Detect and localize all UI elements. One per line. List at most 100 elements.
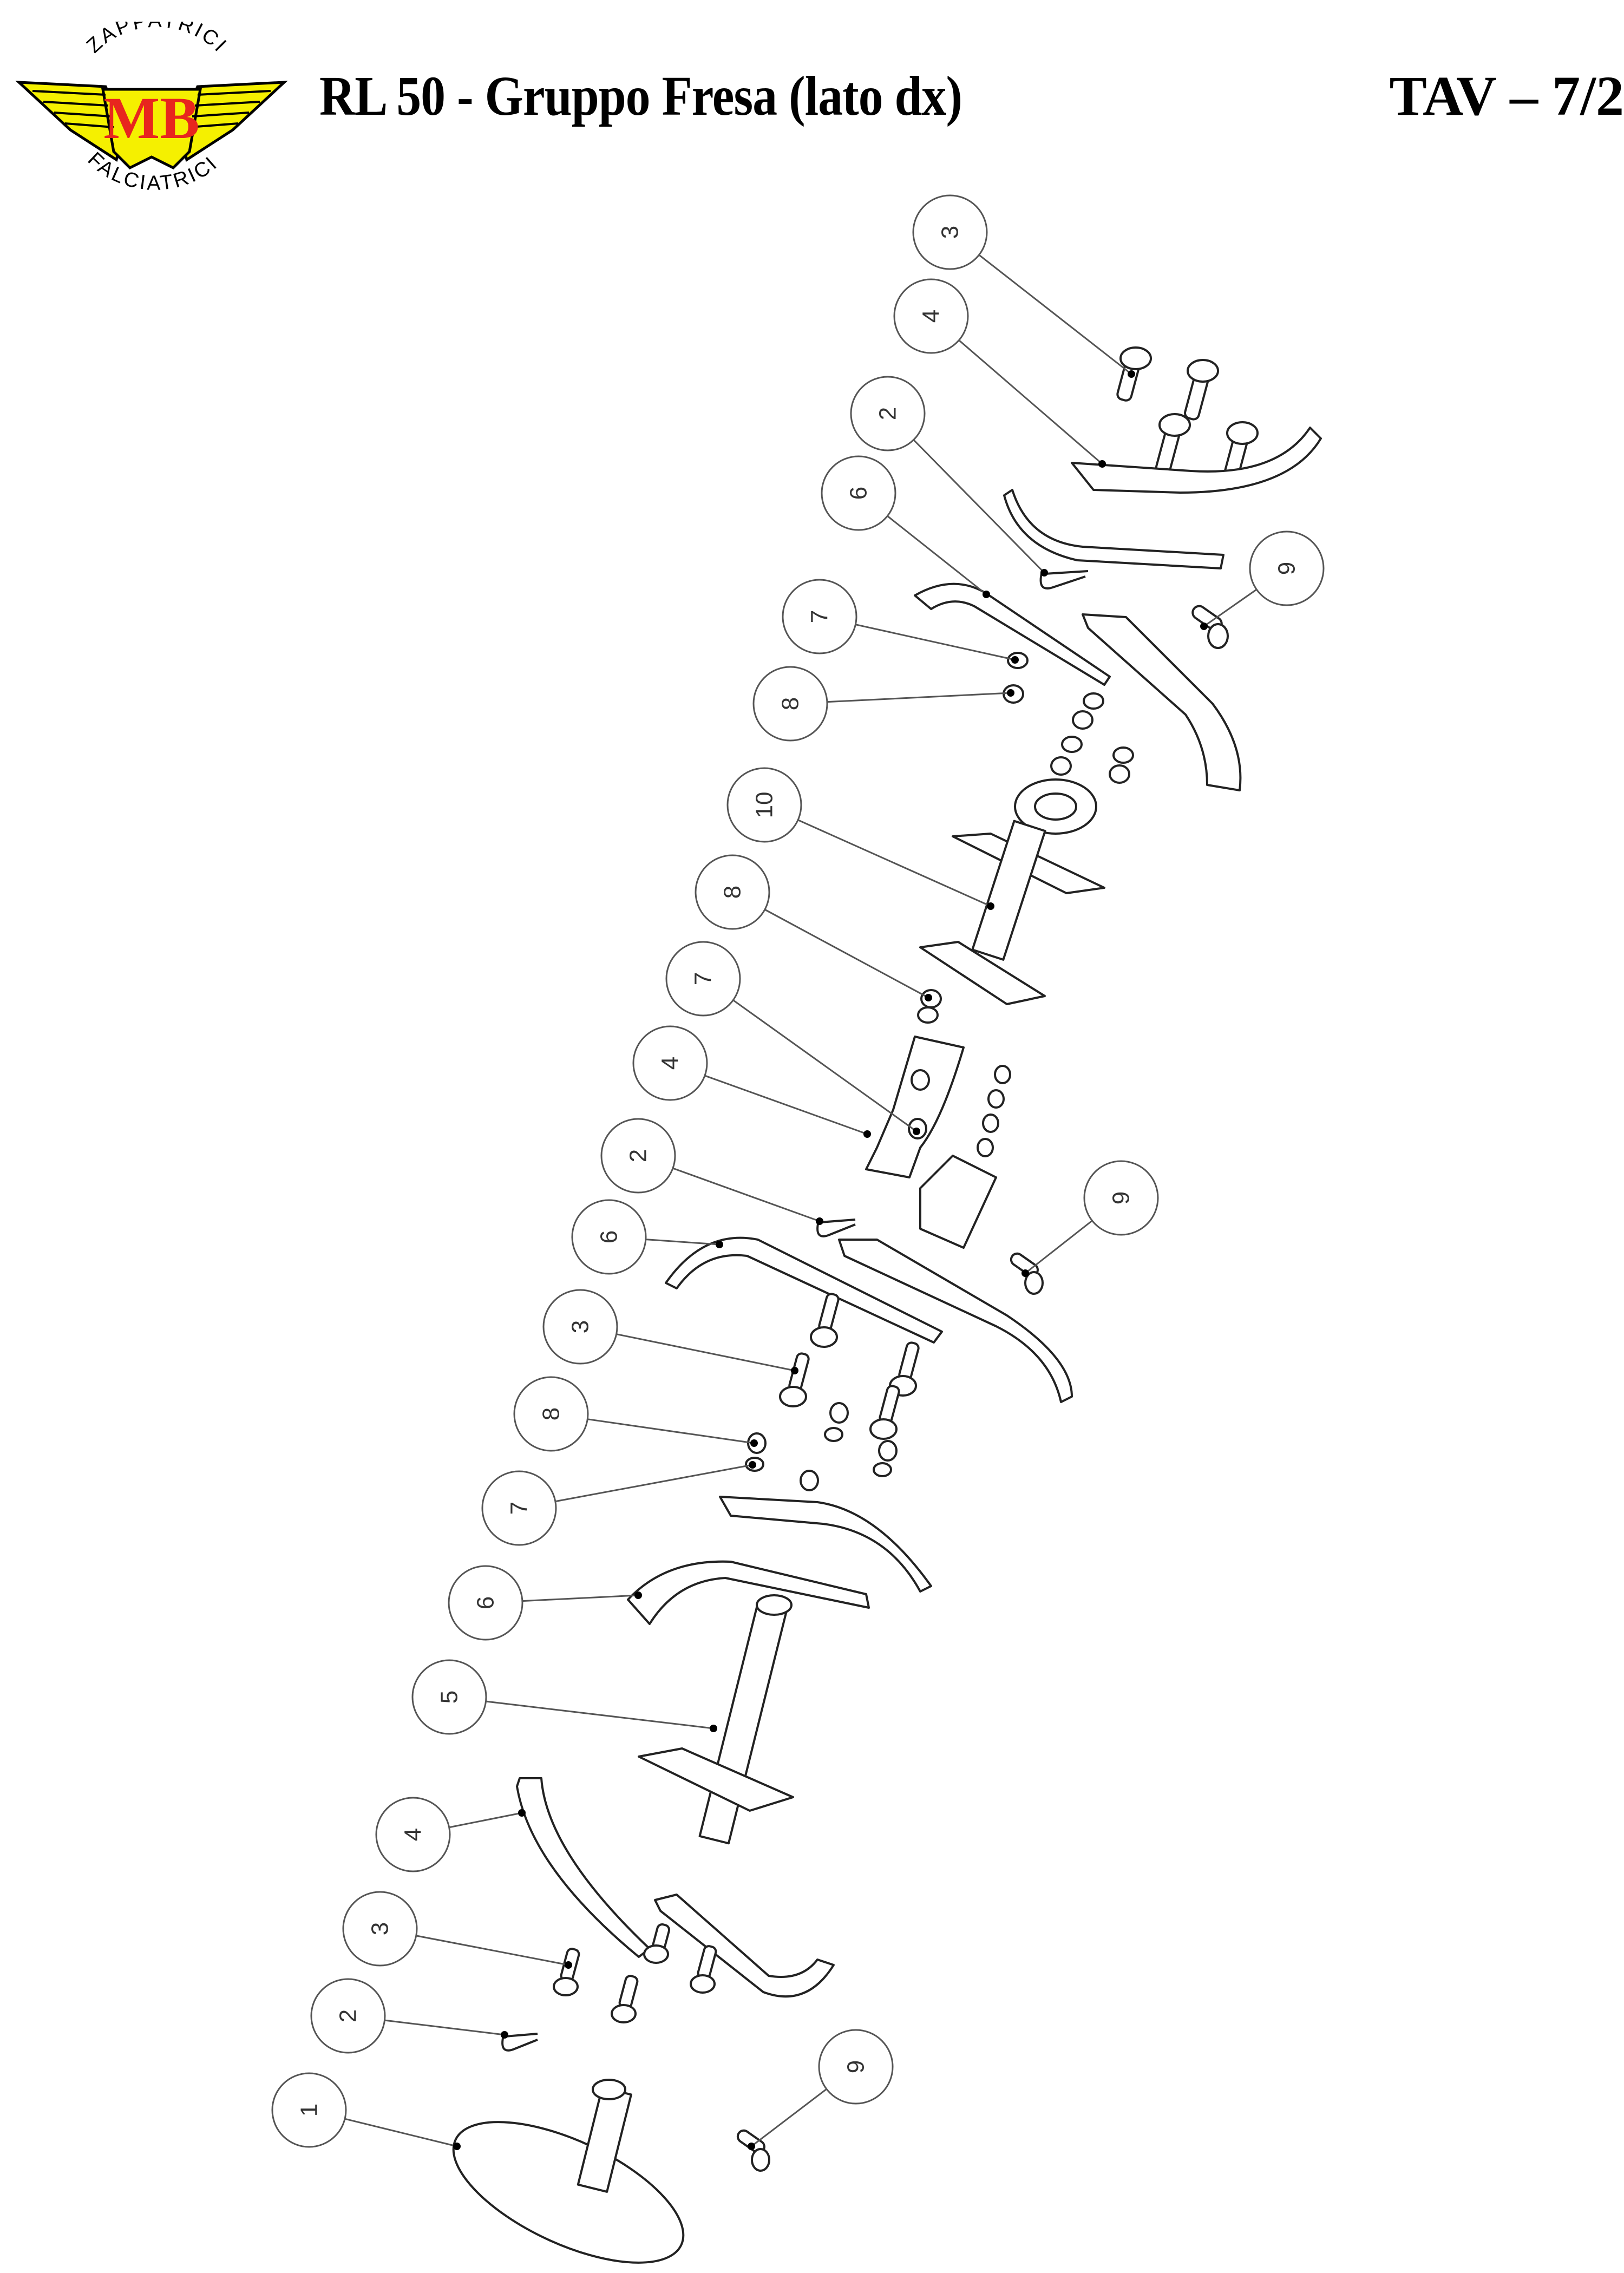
callout-3: 3 <box>342 1891 572 1969</box>
callout-7: 7 <box>481 1461 756 1546</box>
flanged-shaft-icon <box>638 1594 794 1845</box>
leader-line <box>827 692 1011 703</box>
leader-line <box>522 1594 639 1602</box>
callout-3: 3 <box>912 194 1135 378</box>
tine-blade-icon <box>1003 489 1224 569</box>
tine-blade-icon <box>516 1777 651 1958</box>
callout-8: 8 <box>513 1376 758 1452</box>
leader-dot-icon <box>987 902 994 910</box>
callout-number: 4 <box>918 310 945 323</box>
callout-4: 4 <box>375 1797 526 1872</box>
leader-dot-icon <box>565 1961 572 1969</box>
callout-circle <box>632 1025 708 1101</box>
callout-circle <box>448 1565 523 1641</box>
leader-dot-icon <box>1021 1269 1029 1277</box>
washer-icon <box>917 1006 939 1024</box>
leader-line <box>797 819 991 907</box>
callout-circle <box>850 376 926 451</box>
leader-line <box>416 1935 569 1966</box>
callout-number: 7 <box>506 1502 533 1515</box>
callout-number: 10 <box>751 792 778 818</box>
callout-circle <box>726 767 802 843</box>
tine-blade-icon <box>914 582 1111 686</box>
leader-line <box>751 2088 827 2147</box>
callout-6: 6 <box>571 1199 723 1275</box>
bolt-icon <box>553 1923 717 2023</box>
callout-10: 10 <box>726 767 994 910</box>
tine-blade-icon <box>1082 613 1242 791</box>
callout-number: 9 <box>1274 562 1300 575</box>
tine-blade-icon <box>627 1560 870 1625</box>
callout-circle <box>310 1978 386 2054</box>
callout-circle <box>375 1797 451 1872</box>
callout-5: 5 <box>411 1659 717 1735</box>
r-clip-icon <box>816 1219 856 1237</box>
leader-line <box>587 1418 755 1444</box>
tine-blade-icon <box>719 1496 932 1593</box>
callout-circle <box>821 455 896 531</box>
callout-circle <box>818 2029 894 2105</box>
callout-number: 3 <box>367 1922 394 1935</box>
callout-9: 9 <box>748 2029 894 2150</box>
leader-dot-icon <box>863 1130 871 1138</box>
tine-blade-icon <box>838 1239 1073 1403</box>
mb-logo: MB ZAPPATRICI FALCIATRICI <box>15 22 288 195</box>
leader-dot-icon <box>925 994 932 1001</box>
leader-dot-icon <box>518 1809 526 1817</box>
callout-4: 4 <box>632 1025 871 1138</box>
callout-circle <box>600 1118 676 1194</box>
bolt-icon <box>779 1293 920 1440</box>
callout-1: 1 <box>271 2072 461 2150</box>
leader-line <box>616 1333 795 1372</box>
callout-7: 7 <box>782 579 1019 664</box>
callout-circle <box>1249 530 1325 606</box>
callout-number: 7 <box>690 972 717 985</box>
callout-number: 8 <box>538 1407 565 1420</box>
leader-line <box>855 624 1016 661</box>
leader-line <box>555 1464 753 1503</box>
callout-circle <box>912 194 988 270</box>
callout-circle <box>1083 1160 1159 1236</box>
r-clip-icon <box>501 2033 538 2052</box>
callout-number: 8 <box>719 886 746 899</box>
leader-dot-icon <box>791 1367 798 1374</box>
callout-circle <box>513 1376 589 1452</box>
callout-number: 2 <box>625 1149 652 1162</box>
washer-icon <box>745 1402 898 1491</box>
callout-circle <box>665 941 741 1017</box>
callout-number: 6 <box>596 1230 623 1243</box>
bolt-icon <box>1116 346 1259 483</box>
r-clip-icon <box>1039 570 1089 589</box>
callout-circle <box>411 1659 487 1735</box>
leader-dot-icon <box>1098 460 1106 468</box>
logo-monogram: MB <box>103 85 199 151</box>
tine-blade-icon <box>865 1036 965 1178</box>
callout-9: 9 <box>1200 530 1325 630</box>
leader-dot-icon <box>453 2143 461 2150</box>
leader-dot-icon <box>816 1217 823 1225</box>
callout-circle <box>893 278 969 354</box>
leader-line <box>672 1167 820 1222</box>
leader-line <box>764 908 929 999</box>
leader-dot-icon <box>1040 569 1048 577</box>
callout-circle <box>695 854 770 930</box>
pin-icon <box>1191 605 1229 649</box>
callout-number: 2 <box>335 2009 362 2022</box>
callout-number: 3 <box>937 226 964 239</box>
callout-number: 6 <box>846 487 872 500</box>
callout-2: 2 <box>600 1118 823 1225</box>
callout-2: 2 <box>850 376 1048 577</box>
leader-dot-icon <box>716 1241 723 1248</box>
callout-4: 4 <box>893 278 1106 468</box>
flange-hub-icon <box>919 778 1105 1005</box>
bracket-icon <box>919 1155 997 1249</box>
page-header: MB ZAPPATRICI FALCIATRICI RL 50 - Gruppo… <box>0 0 1624 206</box>
callout-circle <box>782 579 857 654</box>
leader-dot-icon <box>634 1591 642 1599</box>
callout-number: 6 <box>473 1596 499 1609</box>
callout-number: 2 <box>875 407 901 420</box>
leader-line <box>958 339 1103 465</box>
callout-circle <box>271 2072 347 2148</box>
